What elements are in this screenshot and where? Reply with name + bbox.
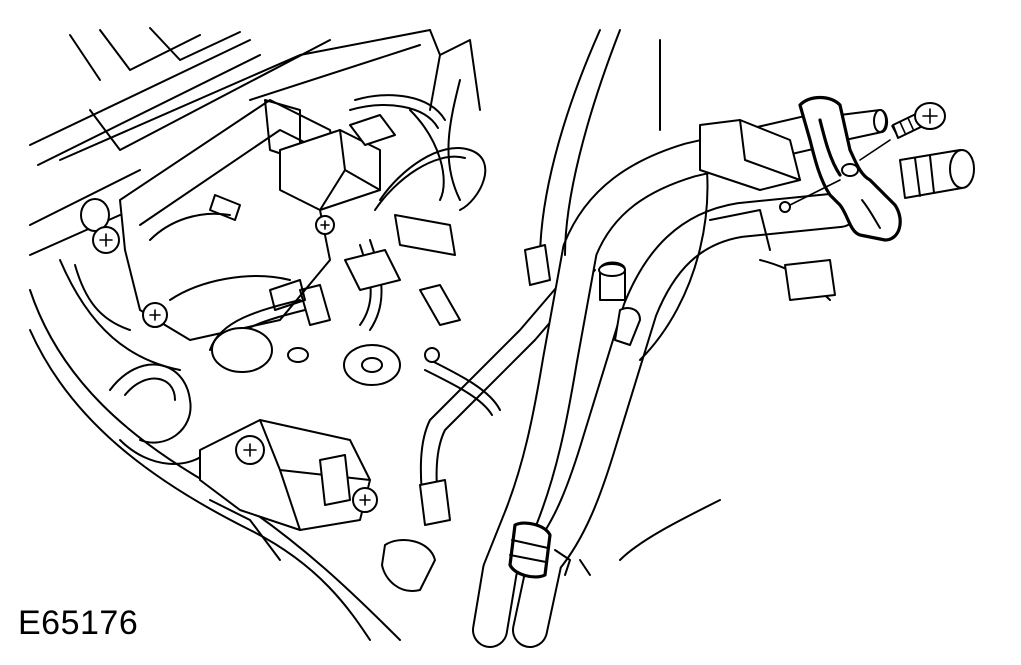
figure-id-label: E65176 bbox=[18, 604, 139, 642]
screw-2 bbox=[142, 302, 168, 328]
screw-5 bbox=[352, 487, 378, 513]
upper-panel-structure bbox=[29, 27, 481, 256]
heater-core-pipes bbox=[839, 109, 975, 199]
pipe-retaining-bracket bbox=[798, 95, 902, 242]
lower-bracket bbox=[199, 419, 371, 561]
wiring-connector-upper bbox=[279, 94, 446, 211]
grommets bbox=[211, 327, 440, 386]
heater-hose-lower bbox=[512, 192, 858, 648]
wiring-connector-middle bbox=[299, 214, 461, 326]
screw-4 bbox=[235, 435, 265, 465]
coolant-line-thin bbox=[419, 259, 596, 526]
wiring-harness bbox=[209, 147, 501, 416]
right-mount-block bbox=[699, 119, 836, 301]
screw-1 bbox=[80, 198, 120, 254]
hose-clamps bbox=[381, 521, 552, 592]
screw-3 bbox=[315, 215, 335, 235]
installation-guide-lines bbox=[779, 139, 891, 213]
heater-hose-upper bbox=[472, 112, 838, 648]
wiring-clips bbox=[524, 244, 641, 346]
lower-right-details bbox=[554, 499, 721, 576]
retaining-bolt bbox=[891, 102, 946, 139]
mounting-screws bbox=[80, 198, 378, 513]
